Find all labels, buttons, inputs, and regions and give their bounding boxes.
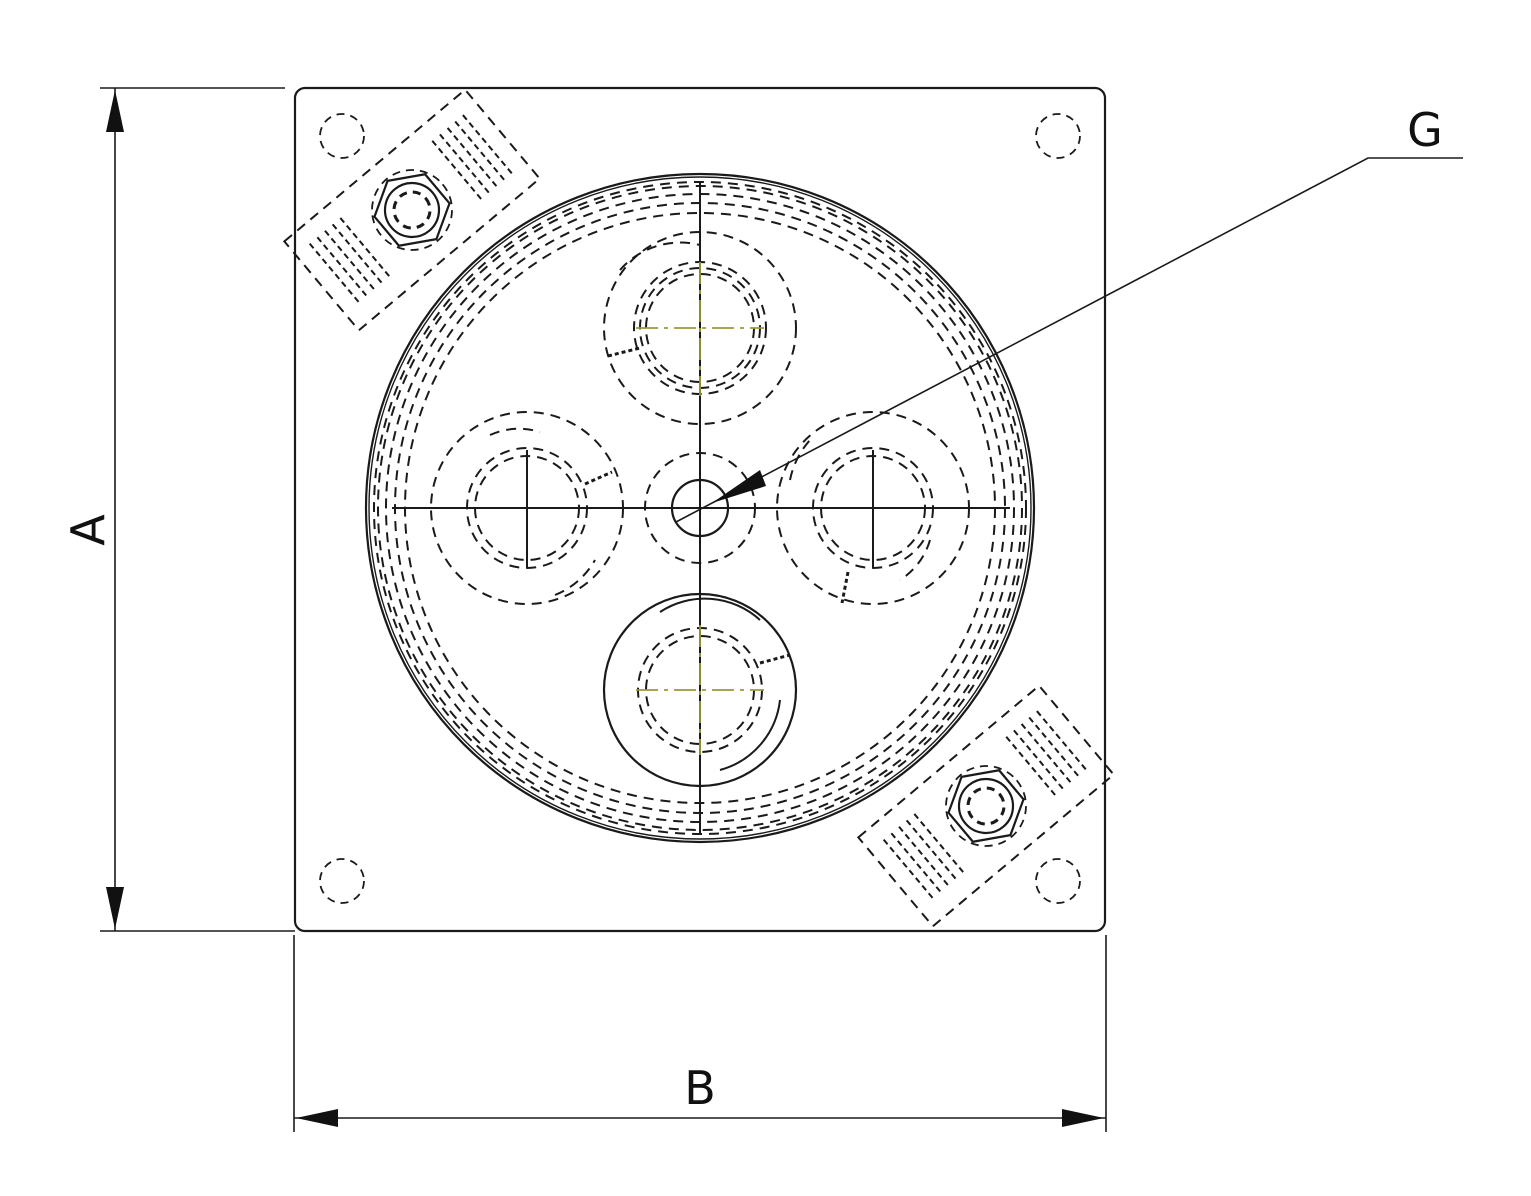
port-right (776, 411, 970, 605)
port-bottom (602, 592, 798, 788)
callout-g-label: G (1407, 103, 1443, 157)
center-port-g (644, 452, 756, 564)
plate-outline (293, 86, 1107, 933)
port-top (603, 231, 797, 425)
corner-hole-top-left (319, 113, 365, 159)
hex-nut (373, 173, 451, 247)
port-left (430, 411, 624, 605)
fitting-top-left (282, 88, 542, 332)
hatch-left (882, 813, 967, 902)
dimension-b: B (293, 935, 1107, 1132)
corner-hole-bottom-left (319, 858, 365, 904)
hatch-right (431, 114, 516, 203)
dimension-a-label: A (61, 514, 115, 546)
corner-hole-top-right (1035, 113, 1081, 159)
arrow-left-icon (296, 1109, 338, 1127)
fitting-bottom-right (856, 684, 1116, 928)
dimension-a: A (61, 87, 295, 932)
arrow-right-icon (1062, 1109, 1104, 1127)
dimension-b-label: B (684, 1061, 716, 1115)
arrow-down-icon (106, 887, 124, 929)
arrow-up-icon (106, 90, 124, 132)
callout-g: G (675, 103, 1463, 523)
leader-arrow-icon (712, 470, 766, 503)
hex-nut (947, 769, 1025, 843)
hatch-left (308, 217, 393, 306)
corner-holes (319, 113, 1081, 904)
hatch-right (1005, 710, 1090, 799)
corner-hole-bottom-right (1035, 858, 1081, 904)
